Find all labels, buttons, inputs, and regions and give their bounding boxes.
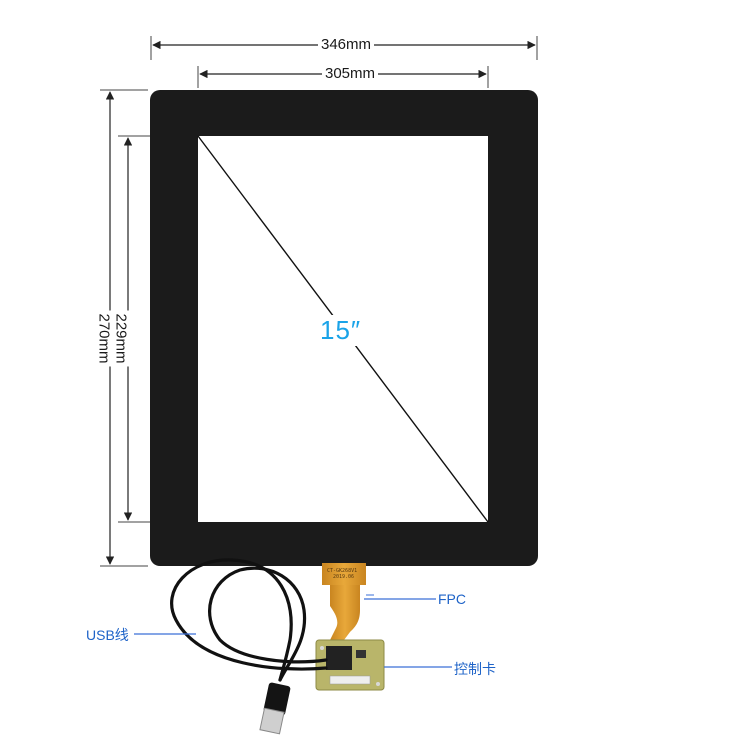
fpc-ribbon: CT-GK268V1 2019.06 — [322, 563, 366, 640]
usb-cable-label: USB线 — [86, 627, 129, 643]
inner-width-label: 305mm — [322, 65, 379, 82]
outer-height-label: 270mm — [95, 310, 113, 367]
usb-cable — [170, 558, 328, 682]
fpc-print-1: CT-GK268V1 — [327, 568, 357, 574]
outer-width-label: 346mm — [318, 36, 375, 53]
screen-size-label: 15″ — [316, 315, 366, 346]
fpc-print-2: 2019.06 — [333, 574, 354, 580]
controller-board — [315, 639, 385, 691]
inner-height-label: 229mm — [112, 310, 130, 367]
usb-plug — [259, 682, 291, 735]
controller-board-label: 控制卡 — [454, 661, 496, 677]
fpc-label: FPC — [438, 591, 466, 607]
